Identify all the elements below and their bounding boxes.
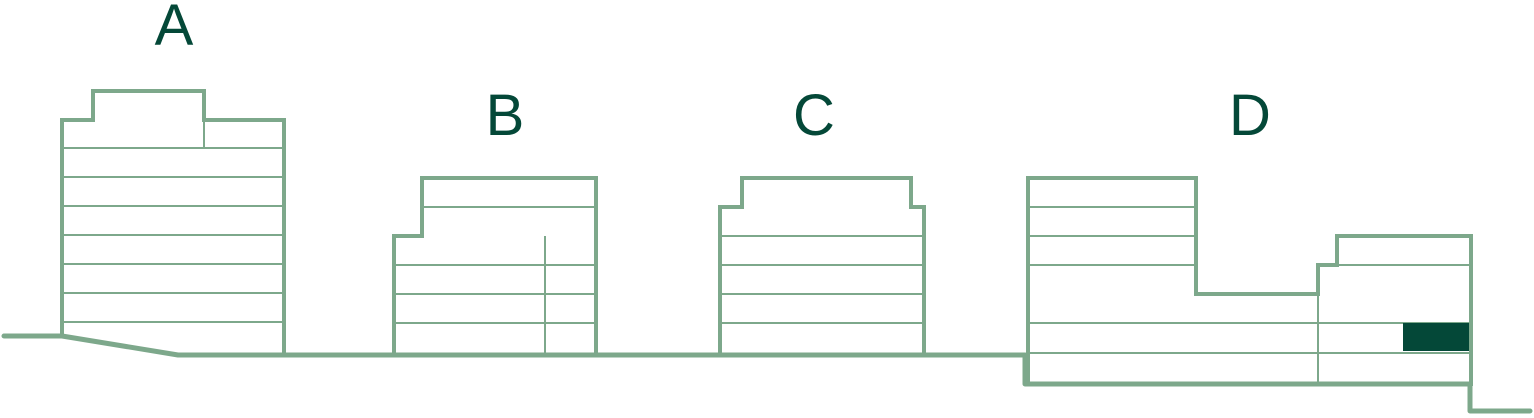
building-d-outline [1026,176,1473,386]
building-c[interactable] [718,176,926,355]
building-a[interactable] [60,89,286,355]
building-a-floors [62,120,284,323]
ground-line [1,333,1533,414]
building-label-c: C [793,83,835,148]
highlighted-unit[interactable] [1403,323,1469,351]
building-label-d: D [1229,83,1271,148]
building-a-outline [60,89,286,355]
building-c-outline [718,176,926,355]
building-b[interactable] [392,176,598,355]
building-label-a: A [155,0,194,58]
building-label-b: B [486,83,525,148]
building-c-floors [720,235,924,324]
building-d[interactable] [1026,176,1473,386]
building-b-floors [394,206,596,353]
building-d-floors [1028,206,1471,384]
